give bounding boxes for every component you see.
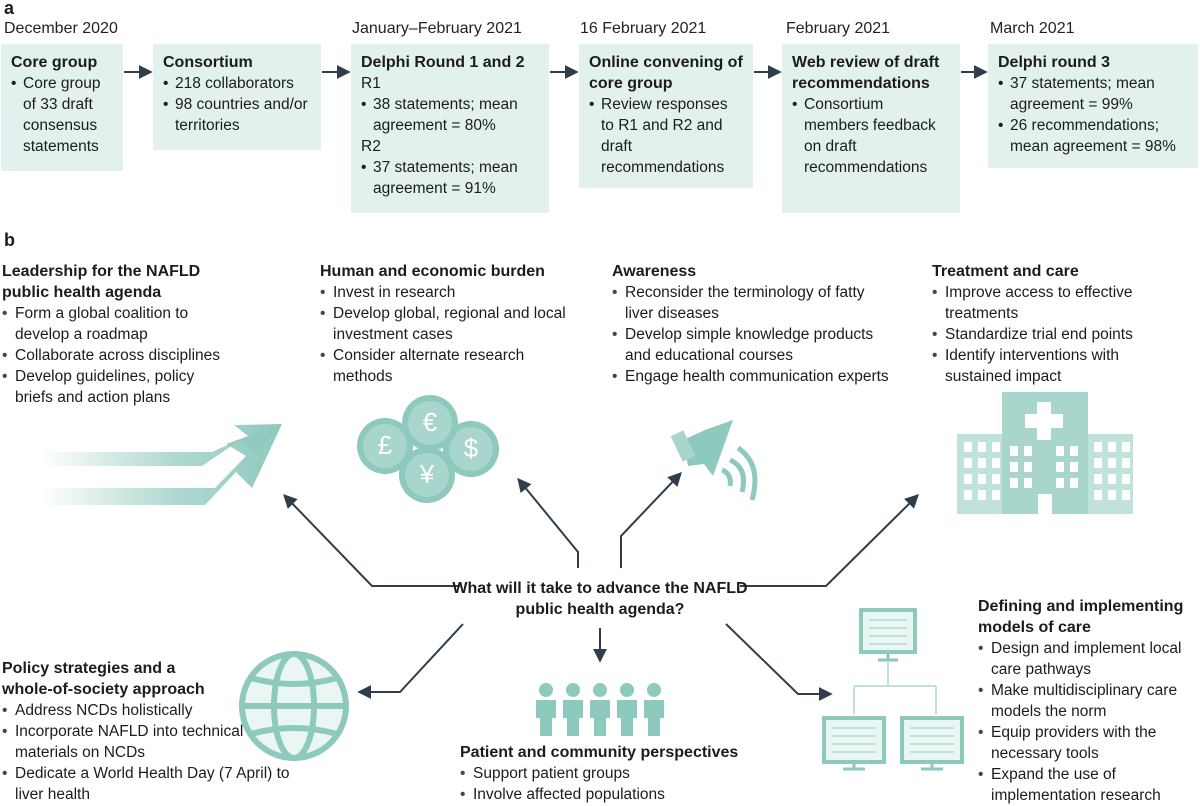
section-item: Develop global, regional and local inves… xyxy=(320,303,570,345)
section-item: Develop guidelines, policy briefs and ac… xyxy=(2,366,232,408)
arrow-to-burden xyxy=(517,477,579,568)
section-item: Consider alternate research methods xyxy=(320,345,570,387)
section-item: Support patient groups xyxy=(460,763,760,784)
center-question: What will it take to advance the NAFLD p… xyxy=(452,580,748,618)
section-item: Collaborate across disciplines xyxy=(2,345,232,366)
person-head xyxy=(566,683,580,697)
person-head xyxy=(647,683,661,697)
section-title: Human and economic burden xyxy=(320,263,545,280)
section-item: Invest in research xyxy=(320,282,570,303)
date-step-6: March 2021 xyxy=(990,20,1075,37)
section-title: Policy strategies and a whole-of-society… xyxy=(2,660,205,698)
section-title: Defining and implementing models of care xyxy=(978,598,1184,636)
step-item: 37 statements; mean agreement = 99% xyxy=(998,73,1188,115)
date-step-3: January–February 2021 xyxy=(352,20,522,37)
section-title: Awareness xyxy=(612,263,697,280)
section-title: Treatment and care xyxy=(932,263,1079,280)
section-burden: Human and economic burden Invest in rese… xyxy=(320,261,570,387)
person-head xyxy=(539,683,553,697)
section-item: Identify interventions with sustained im… xyxy=(932,345,1172,387)
step-item: 26 recommendations; mean agreement = 98% xyxy=(998,115,1188,157)
people-icon xyxy=(536,683,664,736)
panel-a-label: a xyxy=(4,0,15,18)
section-title: Leadership for the NAFLD public health a… xyxy=(2,263,201,301)
section-item: Equip providers with the necessary tools xyxy=(978,722,1200,764)
date-step-4: 16 February 2021 xyxy=(580,20,707,37)
step-item: Review responses to R1 and R2 and draft … xyxy=(589,94,743,178)
step-item: 218 collaborators xyxy=(163,73,311,94)
network-computers-icon xyxy=(822,608,964,771)
section-item: Standardize trial end points xyxy=(932,324,1172,345)
section-item: Dedicate a World Health Day (7 April) to… xyxy=(2,763,315,805)
section-item: Make multidisciplinary care models the n… xyxy=(978,680,1200,722)
arrow-to-treatment xyxy=(740,494,919,587)
step-title: Delphi round 3 xyxy=(998,54,1110,71)
step-delphi-1-2: Delphi Round 1 and 2 R1 38 statements; m… xyxy=(351,44,549,213)
upward-arrow-icon xyxy=(40,424,282,505)
section-item: Address NCDs holistically xyxy=(2,700,312,721)
step-title: Consortium xyxy=(163,54,253,71)
section-leadership: Leadership for the NAFLD public health a… xyxy=(2,261,232,408)
coin-euro-symbol: € xyxy=(422,407,438,437)
section-item: Incorporate NAFLD into technical materia… xyxy=(2,721,245,763)
person-body xyxy=(536,700,556,736)
step-item: Core group of 33 draft consensus stateme… xyxy=(11,73,113,157)
section-item: Develop simple knowledge products and ed… xyxy=(612,324,892,366)
section-item: Engage health communication experts xyxy=(612,366,892,387)
step-core-group: Core group Core group of 33 draft consen… xyxy=(1,44,123,171)
arrow-to-policy xyxy=(357,623,464,699)
section-treatment: Treatment and care Improve access to eff… xyxy=(932,261,1172,387)
person-body xyxy=(590,700,610,736)
megaphone-icon xyxy=(670,420,758,501)
person-body xyxy=(617,700,637,736)
step-item: 37 statements; mean agreement = 91% xyxy=(361,157,539,199)
panel-b-label: b xyxy=(4,230,15,250)
step-title: Online convening of core group xyxy=(589,54,743,92)
person-head xyxy=(593,683,607,697)
section-item: Improve access to effective treatments xyxy=(932,282,1172,324)
coins-icon xyxy=(357,395,499,503)
step-web-review: Web review of draft recommendations Cons… xyxy=(782,44,960,213)
round-label-r2: R2 xyxy=(361,138,381,155)
step-item: 98 countries and/or territories xyxy=(163,94,311,136)
step-title: Web review of draft recommendations xyxy=(792,54,940,92)
section-title: Patient and community perspectives xyxy=(460,744,739,761)
section-item: Design and implement local care pathways xyxy=(978,638,1200,680)
step-title: Core group xyxy=(11,54,98,71)
date-step-5: February 2021 xyxy=(786,20,891,37)
section-policy: Policy strategies and a whole-of-society… xyxy=(2,658,312,805)
coin-pound-symbol: £ xyxy=(377,430,393,460)
section-item: Involve affected populations xyxy=(460,784,760,805)
section-item: Form a global coalition to develop a roa… xyxy=(2,303,232,345)
person-head xyxy=(620,683,634,697)
step-item: Consortium members feedback on draft rec… xyxy=(792,94,950,178)
section-item: Reconsider the terminology of fatty live… xyxy=(612,282,892,324)
step-item: 38 statements; mean agreement = 80% xyxy=(361,94,539,136)
step-title: Delphi Round 1 and 2 xyxy=(361,54,525,71)
section-awareness: Awareness Reconsider the terminology of … xyxy=(612,261,892,387)
coin-dollar-symbol: $ xyxy=(463,433,479,463)
step-consortium: Consortium 218 collaborators 98 countrie… xyxy=(153,44,321,150)
date-step-1: December 2020 xyxy=(4,20,118,37)
person-body xyxy=(563,700,583,736)
person-body xyxy=(644,700,664,736)
step-online-convening: Online convening of core group Review re… xyxy=(579,44,753,188)
step-delphi-3: Delphi round 3 37 statements; mean agree… xyxy=(988,44,1198,168)
section-models: Defining and implementing models of care… xyxy=(978,596,1200,806)
section-patient: Patient and community perspectives Suppo… xyxy=(460,742,760,805)
coin-yen-symbol: ¥ xyxy=(419,459,435,489)
section-item: Expand the use of implementation researc… xyxy=(978,764,1200,806)
round-label-r1: R1 xyxy=(361,75,381,92)
arrow-to-awareness xyxy=(620,471,682,568)
arrow-to-models xyxy=(725,623,833,701)
hospital-icon xyxy=(957,392,1133,514)
arrow-to-leadership xyxy=(283,493,460,587)
